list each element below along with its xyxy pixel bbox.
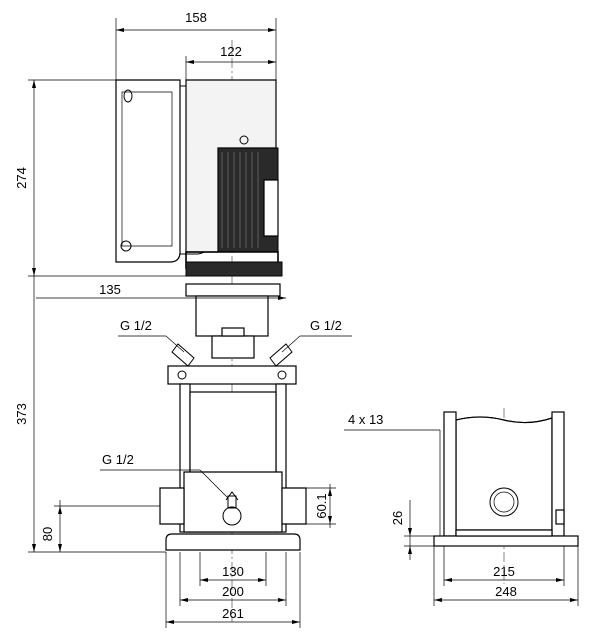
label-vent-right: G 1/2 [310, 318, 342, 333]
dim-158: 158 [185, 10, 207, 25]
side-body [455, 416, 553, 531]
side-bolt-left [443, 411, 457, 537]
inlet-port [159, 487, 185, 525]
dim-200: 200 [222, 584, 244, 599]
front-dimensions: 158 122 274 135 373 80 60.1 [14, 10, 352, 628]
front-view [115, 40, 307, 622]
dim-261: 261 [222, 606, 244, 621]
side-view: 4 x 13 26 215 248 [344, 408, 579, 606]
pump-base [159, 471, 307, 551]
motor-housing [185, 79, 283, 277]
label-drain: G 1/2 [102, 452, 134, 467]
dim-130: 130 [222, 564, 244, 579]
label-holes: 4 x 13 [348, 412, 383, 427]
vent-plug-left [171, 343, 195, 367]
pump-adapter [171, 283, 293, 367]
vent-plug-right [269, 343, 293, 367]
dim-135: 135 [99, 282, 121, 297]
dim-215: 215 [493, 564, 515, 579]
dim-274: 274 [14, 167, 29, 189]
label-vent-left: G 1/2 [120, 318, 152, 333]
dim-60-1: 60.1 [314, 493, 329, 518]
drain-plug [222, 506, 242, 526]
motor-flange [185, 261, 283, 277]
base-plate [165, 533, 301, 551]
dim-122: 122 [220, 44, 242, 59]
outlet-port [281, 487, 307, 525]
pump-top-flange [167, 365, 297, 385]
dim-248: 248 [495, 584, 517, 599]
dim-26: 26 [390, 511, 405, 525]
dim-373: 373 [14, 403, 29, 425]
dim-80: 80 [40, 527, 55, 541]
side-base [433, 535, 579, 547]
side-port [489, 487, 519, 517]
